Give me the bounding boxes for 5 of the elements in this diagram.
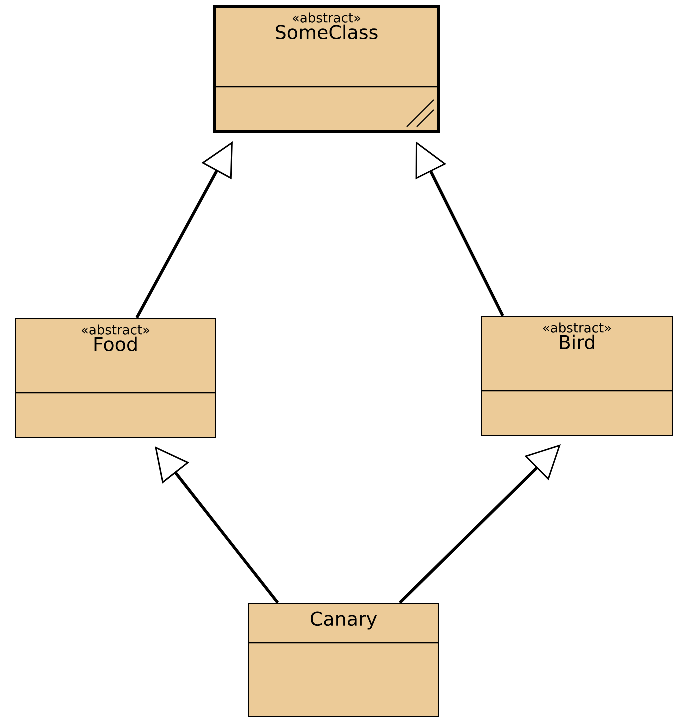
inheritance-arrow bbox=[398, 444, 561, 604]
class-box: Canary bbox=[248, 603, 440, 718]
class-box: «abstract» Bird bbox=[481, 316, 674, 436]
class-box: «abstract» SomeClass bbox=[213, 5, 440, 134]
class-box: «abstract» Food bbox=[15, 318, 216, 438]
